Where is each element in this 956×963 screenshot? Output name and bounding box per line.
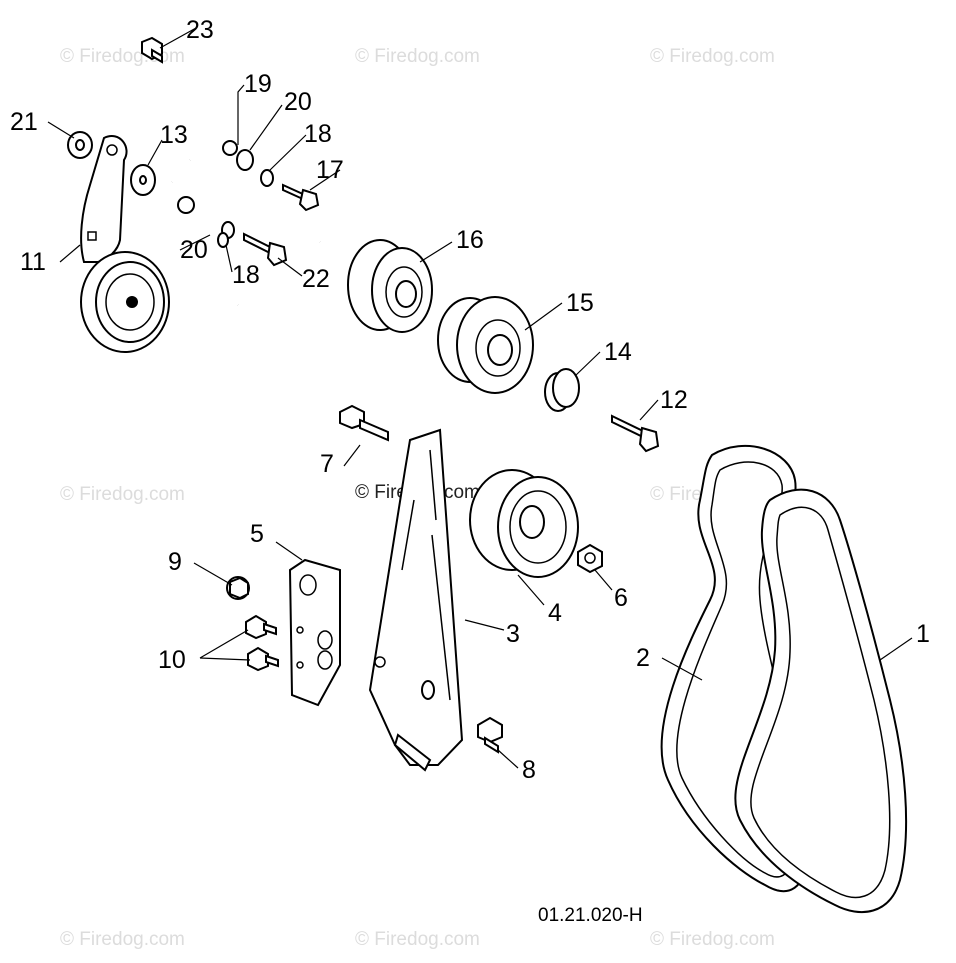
part-22-bolt <box>243 232 288 267</box>
callout-7: 7 <box>320 450 334 478</box>
callouts: 23 21 13 19 20 18 17 11 20 18 22 16 15 1… <box>10 16 930 784</box>
watermark: © Firedog.com <box>60 929 185 950</box>
part-5-plate <box>288 558 341 707</box>
callout-17: 17 <box>316 156 344 184</box>
callout-15: 15 <box>566 289 594 317</box>
part-15-pulley <box>437 296 534 394</box>
watermark: © Firedog.com <box>355 929 480 950</box>
part-12-bolt <box>611 414 660 453</box>
callout-14: 14 <box>604 338 632 366</box>
part-10-bolts <box>245 614 279 672</box>
callout-12: 12 <box>660 386 688 414</box>
part-23-bolt <box>141 36 163 64</box>
watermark: © Firedog.com <box>60 46 185 67</box>
callout-9: 9 <box>168 548 182 576</box>
callout-23: 23 <box>186 16 214 44</box>
part-17-bolt <box>282 183 320 212</box>
part-19-rod-bracket <box>153 140 321 307</box>
callout-16: 16 <box>456 226 484 254</box>
part-11-idler-arm <box>80 135 170 353</box>
drawing-code: 01.21.020-H <box>538 905 643 926</box>
callout-2: 2 <box>636 644 650 672</box>
part-18-lockwasher <box>217 169 274 248</box>
callout-21: 21 <box>10 108 38 136</box>
callout-6: 6 <box>614 584 628 612</box>
callout-18: 18 <box>304 120 332 148</box>
part-6-nut <box>577 543 603 574</box>
part-8-bolt <box>477 716 503 754</box>
callout-20: 20 <box>180 236 208 264</box>
callout-3: 3 <box>506 620 520 648</box>
part-3-idler-bracket <box>368 428 464 772</box>
part-4-pulley <box>469 469 579 578</box>
callout-19: 19 <box>244 70 272 98</box>
leader-lines <box>47 27 913 769</box>
callout-11: 11 <box>20 248 46 276</box>
part-9-bolt <box>226 576 250 600</box>
callout-5: 5 <box>250 520 264 548</box>
part-13-washer <box>130 164 156 196</box>
part-1-belt <box>734 488 908 913</box>
watermarks: © Firedog.com © Firedog.com © Firedog.co… <box>60 46 775 950</box>
callout-22: 22 <box>302 265 330 293</box>
watermark: © Firedog.com <box>355 46 480 67</box>
watermark: © Firedog.com <box>650 46 775 67</box>
watermark: © Firedog.com <box>60 484 185 505</box>
callout-20: 20 <box>284 88 312 116</box>
callout-13: 13 <box>160 121 188 149</box>
callout-8: 8 <box>522 756 536 784</box>
watermark: © Firedog.com <box>650 929 775 950</box>
callout-10: 10 <box>158 646 186 674</box>
part-16-pulley <box>347 239 433 333</box>
part-21-washer <box>67 131 93 159</box>
part-7-bolt <box>339 404 389 442</box>
part-14-spacer <box>544 368 580 412</box>
callout-4: 4 <box>548 599 562 627</box>
callout-18: 18 <box>232 261 260 289</box>
callout-1: 1 <box>916 620 930 648</box>
